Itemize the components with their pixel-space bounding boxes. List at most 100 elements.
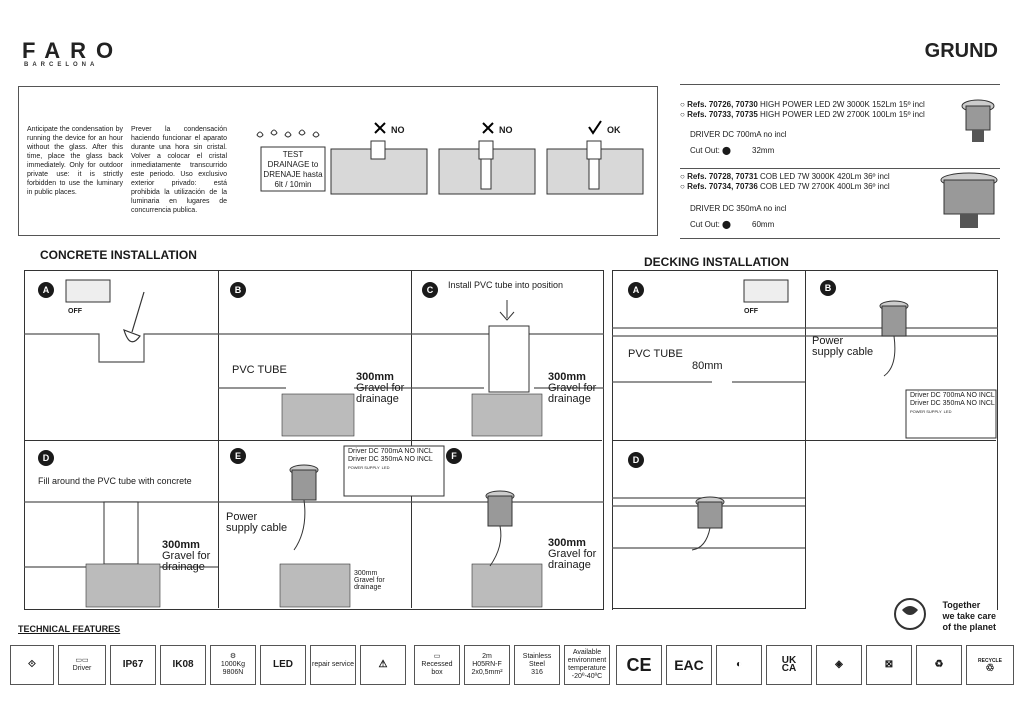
warning-box: Anticipate the condensation by running t… [18, 86, 658, 236]
recycle-circle-icon: ♻ [916, 645, 962, 685]
step-f-badge: F [446, 448, 462, 464]
gravel-d-line1: Gravel for [162, 550, 211, 562]
deck-step-d-badge: D [628, 452, 644, 468]
rohs-icon: ◈ [816, 645, 862, 685]
power-cable-e-l1: Power [226, 511, 258, 523]
warning-text-es: Prever la condensación haciendo funciona… [131, 126, 227, 214]
recessed-l1: Recessed [421, 661, 453, 668]
decking-title: DECKING INSTALLATION [644, 255, 789, 269]
pvc-tube-label: PVC TUBE [232, 364, 287, 376]
env-l1: Available [572, 649, 602, 656]
cable-l1: 2m [482, 653, 492, 660]
led-feature: LED [260, 645, 306, 685]
concrete-title: CONCRETE INSTALLATION [40, 248, 197, 262]
gravel-f-mm: 300mm [548, 537, 586, 549]
led-label: LED [273, 659, 293, 670]
cutout-icon: ⬤ [722, 146, 731, 155]
ref-2b-codes: Refs. 70734, 70736 [687, 182, 758, 191]
gravel-d-line2: drainage [162, 561, 205, 573]
ref-2a-desc: COB LED 7W 3000K 420Lm 36º incl [760, 172, 890, 181]
ref-1a-desc: HIGH POWER LED 2W 3000K 152Lm 15º incl [760, 100, 925, 109]
ce-label: CE [626, 655, 652, 675]
decking-ground-lines [612, 279, 998, 551]
driver-feature: ▭▭Driver [58, 645, 106, 685]
repair-label: repair service [311, 661, 354, 668]
product-title: GRUND [924, 40, 998, 62]
brand-logo: FARO [22, 38, 124, 63]
step-c-text: Install PVC tube into position [448, 280, 564, 290]
ref-1-cutout: 32mm [752, 146, 775, 155]
step-a-badge: A [38, 282, 54, 298]
gravel-b-line1: Gravel for [356, 382, 405, 394]
gravel-b-mm: 300mm [356, 371, 394, 383]
gravel-f-line1: Gravel for [548, 548, 597, 560]
ip67-feature: IP67 [110, 645, 156, 685]
flame-icon: ◐ [716, 645, 762, 685]
step-d-badge: D [38, 450, 54, 466]
driver-note-e-l1: Driver DC 700mA NO INCL [348, 448, 433, 455]
brand-subtitle: BARCELONA [24, 62, 99, 68]
eco-slogan: Together we take care of the planet [942, 600, 996, 633]
gravel-e-mm: 300mm [354, 570, 378, 577]
cable-l2: H05RN-F [472, 661, 502, 668]
ukca-l1: UK [781, 655, 797, 666]
eco-line-1: Together [942, 600, 981, 610]
eco-line-2: we take care [942, 611, 996, 621]
cable-l3: 2x0,5mm² [471, 669, 503, 676]
test-line-1: TEST [282, 150, 304, 159]
ref-1b-desc: HIGH POWER LED 2W 2700K 100Lm 15º incl [760, 110, 925, 119]
tech-features-title: TECHNICAL FEATURES [18, 624, 121, 634]
luminaire-large-icon [940, 172, 998, 228]
deck-driver-note-l2: Driver DC 350mA NO INCL [910, 400, 995, 407]
step-c-badge: C [422, 282, 438, 298]
deck-power-cable-l2: supply cable [812, 346, 874, 358]
warning-text-en: Anticipate the condensation by running t… [27, 126, 123, 196]
concrete-grid [24, 270, 604, 610]
env-l3: temperature [568, 665, 606, 672]
load-kg: 1000Kg [220, 661, 246, 668]
gravel-c-mm: 300mm [548, 371, 586, 383]
ref-2b-desc: COB LED 7W 2700K 400Lm 36º incl [760, 182, 890, 191]
driver-note-e-ps: POWER SUPPLY [348, 465, 380, 470]
steel-l3: 316 [531, 669, 543, 676]
ref-2-cutout: 60mm [752, 220, 775, 229]
no-label-1: NO [391, 125, 405, 135]
ip-label: IP67 [122, 659, 144, 670]
deck-step-a-badge: A [628, 282, 644, 298]
no-label-2: NO [499, 125, 513, 135]
ref-1b-codes: Refs. 70733, 70735 [687, 110, 758, 119]
eac-label: EAC [674, 657, 704, 673]
deck-pvc-tube-label: PVC TUBE [628, 348, 683, 360]
step-b-badge: B [230, 282, 246, 298]
luminaire-small-icon [961, 99, 995, 142]
ik-label: IK08 [172, 659, 194, 670]
eac-mark: EAC [666, 645, 712, 685]
cutout-icon: ⬤ [722, 220, 731, 229]
class-iii-icon: ⟐ [10, 645, 54, 685]
esd-warning-icon: ⚠ [360, 645, 406, 685]
deck-80mm-label: 80mm [692, 360, 723, 372]
recycle-label: RECYCLE [978, 658, 1002, 664]
gravel-c-line2: drainage [548, 393, 591, 405]
ref-2a-codes: Refs. 70728, 70731 [687, 172, 758, 181]
ref-2-cutout-label: Cut Out: [690, 220, 720, 229]
gravel-f-line2: drainage [548, 559, 591, 571]
ground-illustrations [330, 120, 644, 195]
deck-step-b-badge: B [820, 280, 836, 296]
ref-block-1: ○ Refs. 70726, 70730 HIGH POWER LED 2W 3… [680, 100, 980, 156]
driver-note-e-led: LED [381, 465, 390, 470]
recycle-feature: RECYCLE♲ [966, 645, 1014, 685]
ref-1-cutout-label: Cut Out: [690, 146, 720, 155]
recessed-l2: box [431, 669, 443, 676]
load-n: 9806N [222, 669, 244, 676]
